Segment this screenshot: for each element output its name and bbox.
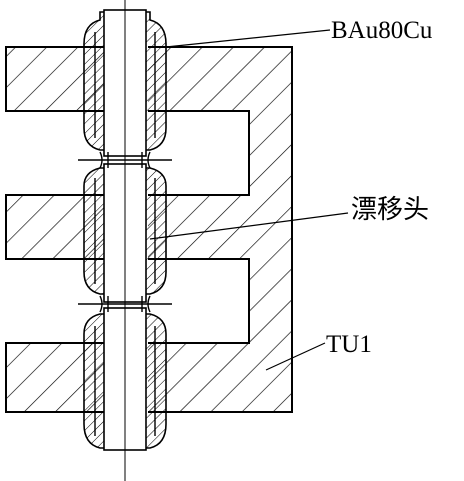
base-material-label: TU1 [326, 331, 372, 358]
brazing-alloy-label: BAu80Cu [331, 17, 433, 44]
leader-line-material [265, 342, 326, 371]
drift-tube-label: 漂移头 [351, 195, 430, 225]
leader-line-alloy [165, 29, 331, 48]
leader-line-drift [149, 212, 349, 240]
